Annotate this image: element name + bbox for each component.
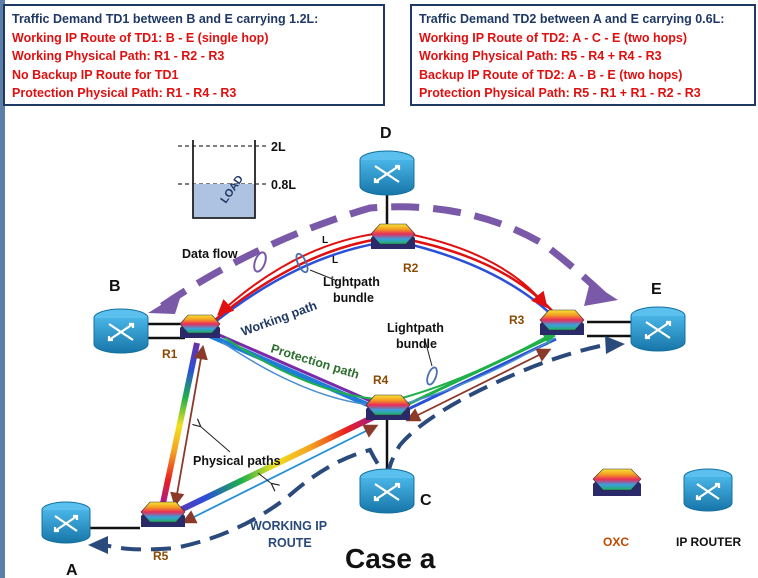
load-cap-low: 0.8L	[271, 178, 296, 192]
td1-line-2: Working Physical Path: R1 - R2 - R3	[12, 49, 225, 63]
td1-title: Traffic Demand TD1 between B and E carry…	[12, 12, 319, 26]
router-a-label: A	[66, 562, 78, 578]
lightpath-bundle-ring-2	[426, 366, 438, 386]
td2-info-box: Traffic Demand TD2 between A and E carry…	[410, 4, 756, 106]
oxc-r2-label: R2	[403, 261, 419, 275]
router-d-label: D	[380, 125, 392, 142]
router-d-icon	[359, 150, 415, 196]
lightpath-pointer-1	[309, 269, 336, 281]
oxc-r5-label: R5	[153, 549, 169, 563]
oxc-r3	[539, 309, 585, 335]
lambda-label-1: L	[322, 235, 328, 246]
load-cap-high: 2L	[271, 140, 286, 154]
oxc-r4-label: R4	[373, 373, 389, 387]
ip-route-arrow-a	[88, 536, 108, 554]
oxc-r5	[140, 501, 186, 527]
data-flow-arrow-left	[148, 292, 182, 314]
oxc-r2	[370, 223, 416, 249]
left-border	[0, 0, 5, 578]
td2-line-2: Working Physical Path: R5 - R4 + R4 - R3	[419, 49, 662, 63]
router-b-icon	[93, 308, 149, 354]
legend-ip-router-label: IP ROUTER	[676, 535, 741, 549]
working-ip-route-path	[104, 344, 601, 552]
td2-line-4: Protection Physical Path: R5 - R1 + R1 -…	[419, 86, 701, 100]
oxc-r4	[365, 394, 411, 420]
lightpath-bundle-ring-1	[295, 252, 309, 274]
router-e-icon	[630, 306, 686, 352]
data-flow-arrow-right	[584, 282, 618, 306]
lightpath-pointer-2	[424, 339, 433, 367]
lambda-label-2: L	[332, 255, 338, 266]
td2-line-1: Working IP Route of TD2: A - C - E (two …	[419, 30, 688, 45]
ip-route-arrow-e	[605, 336, 625, 354]
legend-router-icon	[683, 468, 733, 512]
data-flow-path	[160, 203, 608, 309]
legend-oxc-label: OXC	[603, 535, 629, 549]
data-flow-label: Data flow	[182, 247, 238, 261]
lightpath-bundle-2-line-2: bundle	[396, 337, 437, 351]
working-path-label: Working path	[239, 298, 319, 338]
router-c-icon	[359, 468, 415, 514]
lightpath-bundle-1-line-2: bundle	[333, 291, 374, 305]
td2-title: Traffic Demand TD2 between A and E carry…	[419, 12, 725, 26]
router-c-label: C	[420, 492, 432, 509]
load-gauge: LOAD 2L 0.8L	[178, 140, 296, 219]
oxc-r3-label: R3	[509, 313, 525, 327]
working-ip-route-line-2: ROUTE	[268, 536, 312, 550]
legend-oxc-icon	[592, 468, 642, 496]
td2-line-3: Backup IP Route of TD2: A - B - E (two h…	[419, 67, 683, 82]
working-ip-route-line-1: WORKING IP	[250, 519, 327, 533]
router-a-icon	[41, 501, 91, 544]
physical-path-arrows	[170, 344, 552, 524]
physical-paths-label: Physical paths	[193, 454, 281, 468]
router-e-label: E	[651, 281, 662, 298]
lightpath-bundle-2-line-1: Lightpath	[387, 321, 444, 335]
lightpath-bundle-1-line-1: Lightpath	[323, 275, 380, 289]
td1-line-4: Protection Physical Path: R1 - R4 - R3	[12, 86, 237, 100]
data-flow-ring	[253, 251, 267, 273]
oxc-r1	[179, 314, 221, 338]
td1-line-3: No Backup IP Route for TD1	[12, 67, 179, 82]
case-label: Case a	[345, 543, 436, 574]
td1-info-box: Traffic Demand TD1 between B and E carry…	[3, 4, 385, 106]
oxc-r1-label: R1	[162, 347, 178, 361]
td1-line-1: Working IP Route of TD1: B - E (single h…	[12, 30, 269, 45]
router-b-label: B	[109, 278, 121, 295]
